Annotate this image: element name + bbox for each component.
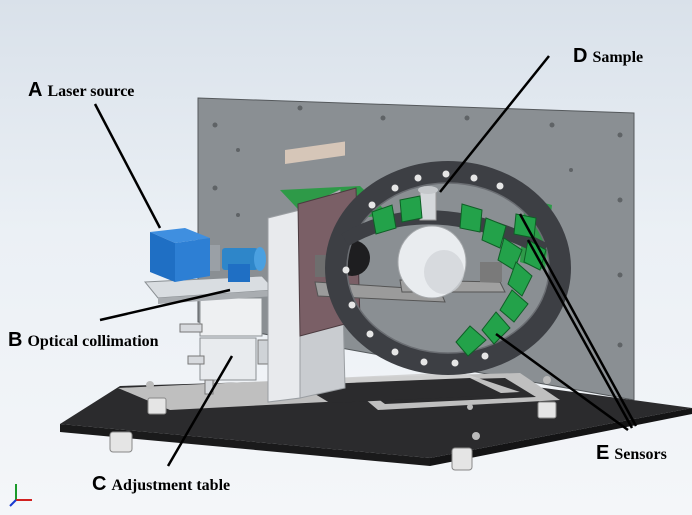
mount-cap [285, 141, 345, 164]
collimator-lens [254, 247, 266, 271]
arm-clamp-2 [480, 262, 502, 282]
leader-a [93, 103, 162, 229]
label-letter-d: D [573, 45, 588, 67]
sample-sphere-shade [424, 250, 464, 294]
adjustment-knob-1 [179, 323, 203, 333]
label-letter-e: E [596, 442, 610, 464]
label-text-d: Sample [592, 49, 644, 66]
base-plate-edge [60, 424, 430, 466]
label-text-e: Sensors [614, 446, 667, 463]
sample-neck-top [418, 186, 438, 194]
leader-d [439, 55, 550, 193]
adjustment-table-upper [199, 297, 263, 337]
adjustment-knob-2 [187, 355, 205, 365]
feet [109, 397, 557, 471]
leader-e3 [518, 213, 638, 427]
label-letter-b: B [8, 329, 23, 351]
leader-b [99, 288, 231, 322]
adjustment-table-lower [199, 337, 257, 381]
rail-hole [300, 378, 505, 403]
label-letter-a: A [28, 79, 43, 101]
leader-c [166, 355, 234, 467]
laser-fins [210, 245, 220, 271]
laser-top [150, 228, 210, 243]
leader-e1 [495, 332, 629, 432]
label-text-c: Adjustment table [111, 477, 231, 494]
sensors [371, 195, 547, 357]
base-plate-right-edge [430, 408, 692, 466]
laser-side [175, 238, 210, 282]
label-text-a: Laser source [47, 83, 135, 100]
laser-front [150, 232, 175, 282]
label-text-b: Optical collimation [27, 333, 159, 350]
ring-holes [342, 170, 504, 367]
leader-e2 [526, 239, 634, 429]
cross-ring [341, 210, 549, 257]
label-letter-c: C [92, 473, 107, 495]
collimator-mount [228, 264, 250, 282]
axis-triad-icon [9, 484, 32, 507]
